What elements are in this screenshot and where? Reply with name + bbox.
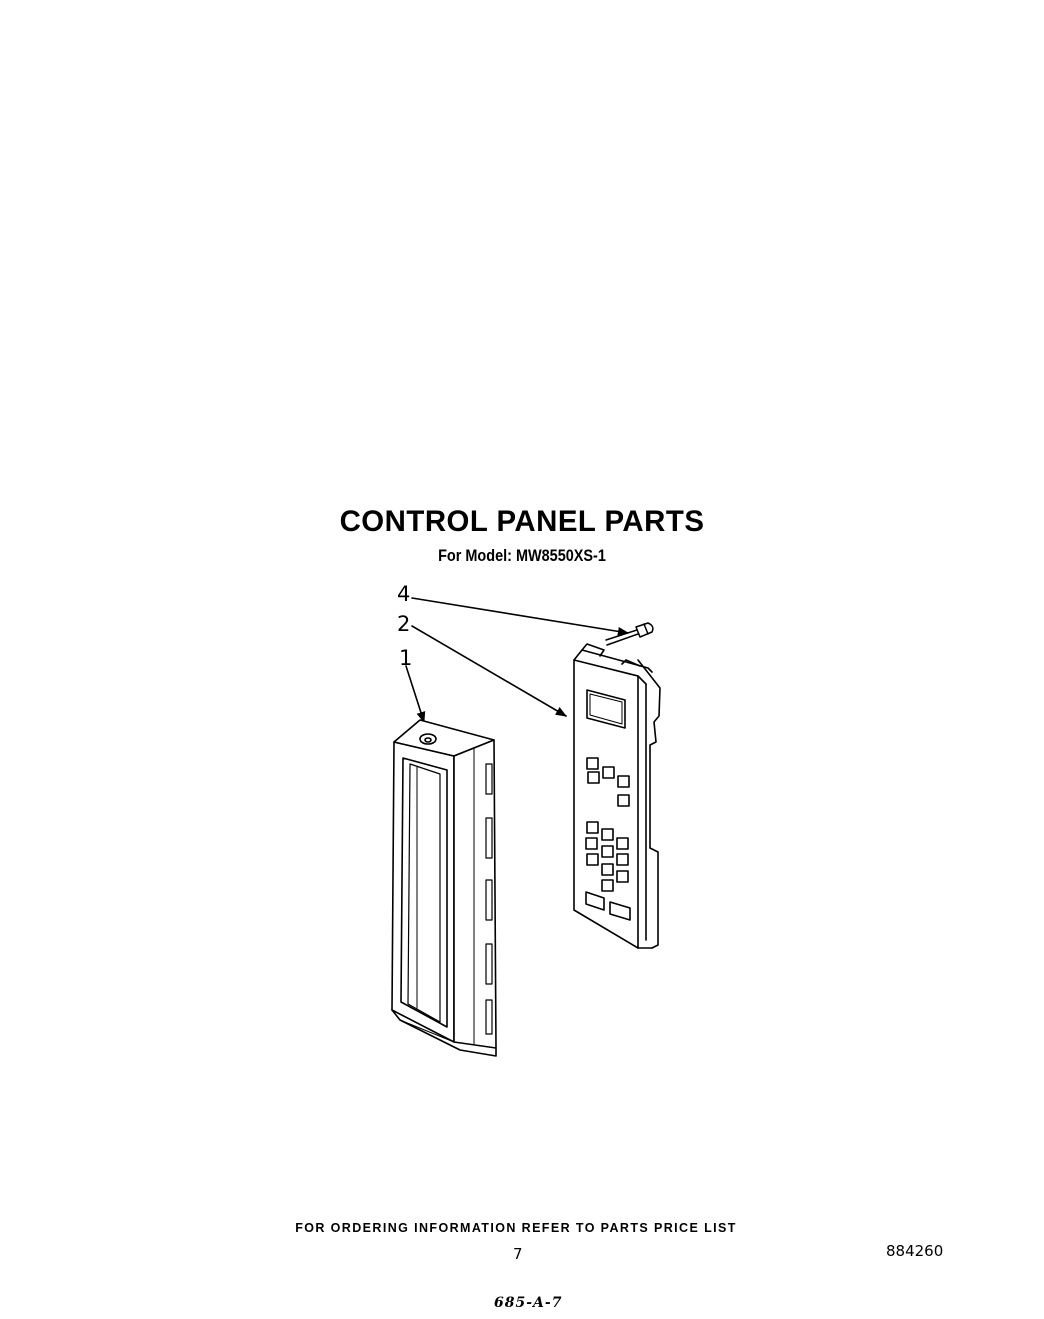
handwritten-code: 685-A-7 — [494, 1295, 563, 1311]
document-number: 884260 — [886, 1242, 944, 1260]
leader-line-2 — [411, 625, 567, 717]
control-panel-part — [573, 643, 661, 949]
screw-part — [605, 622, 654, 646]
ordering-note: FOR ORDERING INFORMATION REFER TO PARTS … — [295, 1221, 737, 1235]
page-number: 7 — [513, 1245, 523, 1263]
frame-part — [391, 719, 497, 1057]
page-title: CONTROL PANEL PARTS — [339, 505, 705, 538]
callout-4: 4 — [397, 582, 411, 606]
callout-1: 1 — [399, 646, 413, 670]
model-subtitle: For Model: MW8550XS-1 — [438, 546, 606, 565]
leader-line-1 — [405, 665, 426, 724]
leader-line-4 — [411, 597, 630, 636]
callout-2: 2 — [397, 612, 411, 636]
